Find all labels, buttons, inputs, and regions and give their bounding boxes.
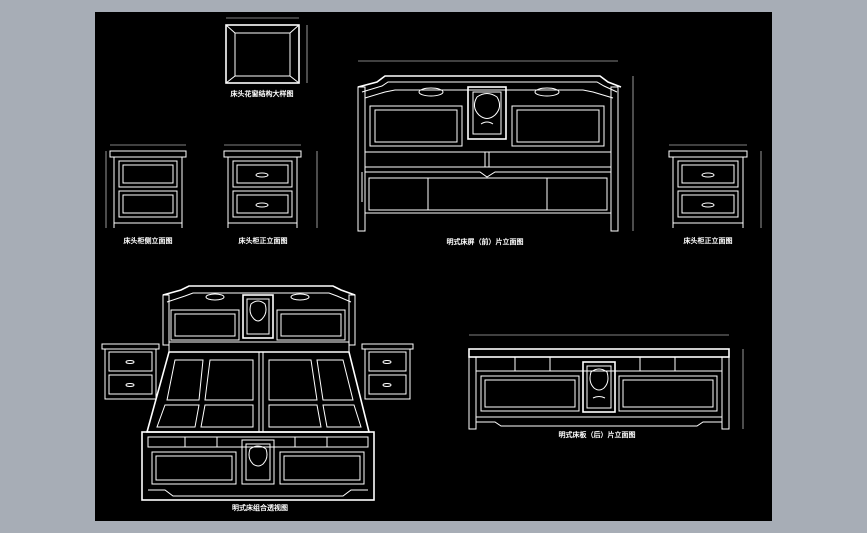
caption-nightstand-side: 床头柜侧立面图 (124, 236, 173, 245)
nightstand-front-right-view: 床头柜正立面图 (668, 144, 762, 245)
bed-front-view: 明式床屏（前）片立面图 (357, 60, 634, 246)
cad-drawing: 床头花窗结构大样图 床头柜侧立面图 床头柜正立面图 (101, 17, 762, 512)
caption-nightstand-front: 床头柜正立面图 (239, 236, 288, 245)
caption-bed-rear: 明式床板（后）片立面图 (559, 430, 636, 439)
nightstand-front-view: 床头柜正立面图 (223, 144, 318, 245)
cad-canvas[interactable]: 床头花窗结构大样图 床头柜侧立面图 床头柜正立面图 (95, 12, 772, 521)
caption-nightstand-front-right: 床头柜正立面图 (684, 236, 733, 245)
caption-bed-front: 明式床屏（前）片立面图 (447, 237, 524, 246)
bed-rear-view: 明式床板（后）片立面图 (468, 334, 744, 439)
headboard-detail-view: 床头花窗结构大样图 (225, 17, 308, 98)
bed-plan-view: 明式床组合透视图 (101, 285, 414, 512)
caption-bed-plan: 明式床组合透视图 (232, 503, 288, 512)
nightstand-side-view: 床头柜侧立面图 (105, 144, 187, 245)
caption-headboard-detail: 床头花窗结构大样图 (231, 89, 294, 98)
